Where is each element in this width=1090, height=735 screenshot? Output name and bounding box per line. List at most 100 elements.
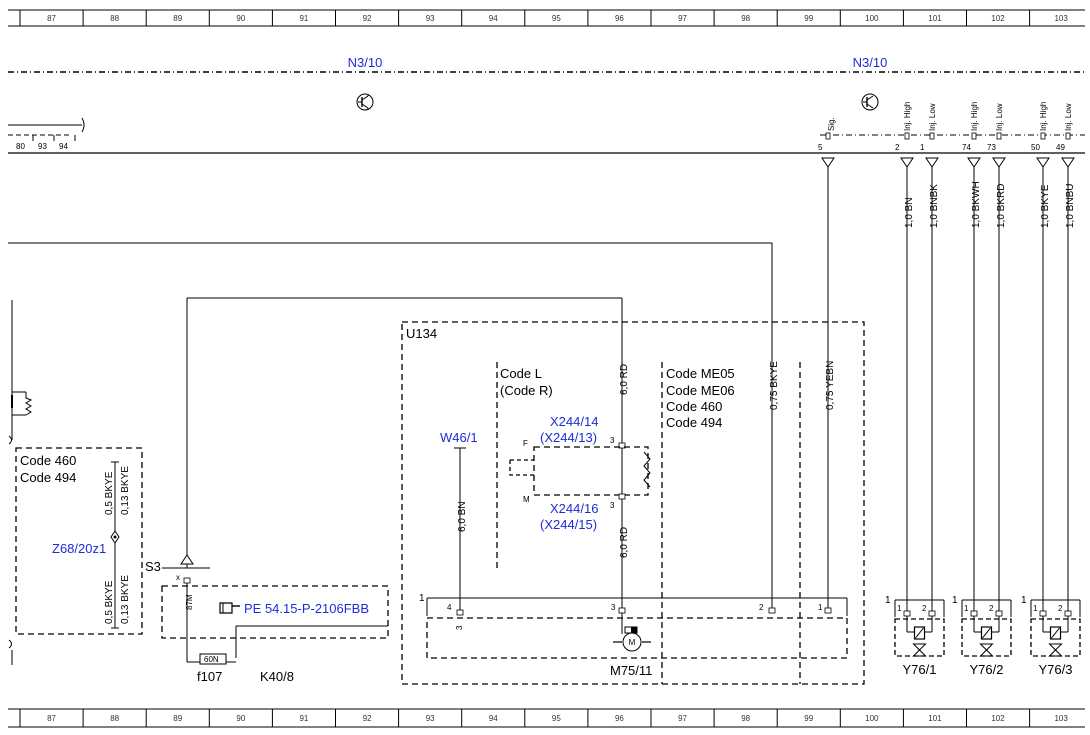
- left-code-box: Code 460 Code 494 0,5 BKYE 0,13 BKYE 0,5…: [15, 447, 143, 635]
- valve-name: Y76/3: [1039, 662, 1073, 677]
- wire-label-013-bkye-top: 0,13 BKYE: [120, 466, 131, 515]
- injector-pin-number: 73: [987, 143, 996, 152]
- ruler-column-label: 89: [173, 14, 182, 23]
- injector-pin-label: Inj. High: [903, 102, 912, 131]
- bkye-wire: 0,75 BKYE: [8, 242, 780, 612]
- relay-reference-link[interactable]: PE 54.15-P-2106FBB: [244, 601, 369, 616]
- module-connector-pin-1: 1: [818, 603, 823, 612]
- ruler-column-label: 96: [615, 714, 624, 723]
- injector-wire-label: 1,0 BKWH: [971, 181, 982, 228]
- valve-name: Y76/1: [903, 662, 937, 677]
- valve-pin-1: 1: [964, 604, 969, 613]
- pin-3-bottom: 3: [610, 501, 615, 510]
- ruler-column-label: 95: [552, 14, 561, 23]
- injector-pin-number: 1: [920, 143, 925, 152]
- injector-wire: 1,0 BKYE: [1036, 157, 1051, 612]
- valve-name: Y76/2: [970, 662, 1004, 677]
- module-code-494: Code 494: [666, 415, 722, 430]
- transistor-icon: [861, 93, 879, 111]
- ruler-column-label: 97: [678, 14, 687, 23]
- relay-pin-87m: 87M: [185, 594, 194, 610]
- valve-pin-2: 2: [922, 604, 927, 613]
- pin-80: 80: [16, 142, 25, 151]
- valve-connector-index: 1: [885, 595, 891, 606]
- module-u134: U134 Code L (Code R) Code ME05 Code ME06…: [401, 321, 865, 685]
- component-label-n3-10-right: N3/10: [853, 55, 888, 70]
- left-box-code-460: Code 460: [20, 453, 76, 468]
- relay-k40-8: S3 x 87M PE 54.15-P-2106FBB 60N f107 K40…: [145, 297, 623, 684]
- wire-label-013-bkye-bottom: 0,13 BKYE: [120, 575, 131, 624]
- module-code-me06: Code ME06: [666, 383, 735, 398]
- connector-x244-14: X244/14: [550, 414, 598, 429]
- ruler-column-label: 90: [236, 14, 245, 23]
- ruler-column-label: 98: [741, 714, 750, 723]
- relay-k40-8-label: K40/8: [260, 669, 294, 684]
- valve-connector-index: 1: [952, 595, 958, 606]
- injector-pin-number: 74: [962, 143, 971, 152]
- injector-wire: 1,0 BN: [900, 157, 915, 612]
- fuse-pin-60n: 60N: [204, 655, 219, 664]
- ruler-column-label: 97: [678, 714, 687, 723]
- injector-pin-label: Inj. High: [1039, 102, 1048, 131]
- injector-wire-label: 1,0 BN: [904, 197, 915, 228]
- motor-icon: M: [613, 626, 651, 652]
- injector-pin-label: Inj. Low: [995, 103, 1004, 131]
- ruler-column-label: 88: [110, 14, 119, 23]
- ruler-column-label: 91: [299, 714, 308, 723]
- ruler-column-label: 102: [991, 714, 1005, 723]
- motor-m75-11: M75/11: [610, 663, 652, 678]
- injector-pin-label: Inj. Low: [1064, 103, 1073, 131]
- ruler-column-label: 99: [804, 714, 813, 723]
- module-connector-pin-4: 4: [447, 603, 452, 612]
- injector-pin-label: Inj. High: [970, 102, 979, 131]
- connector-x244-13: (X244/13): [540, 430, 597, 445]
- injector-wire: 1,0 BNBU: [1061, 157, 1076, 612]
- valve-connector-index: 1: [1021, 595, 1027, 606]
- connector-x244-15: (X244/15): [540, 517, 597, 532]
- ruler-column-label: 93: [426, 14, 435, 23]
- valve-pin-1: 1: [897, 604, 902, 613]
- ruler-column-label: 103: [1054, 714, 1068, 723]
- injector-wire-label: 1,0 BKYE: [1040, 184, 1051, 228]
- valve-pin-2: 2: [1058, 604, 1063, 613]
- ruler-column-label: 94: [489, 14, 498, 23]
- ruler-column-label: 102: [991, 14, 1005, 23]
- left-box-code-494: Code 494: [20, 470, 76, 485]
- pin-m: M: [523, 495, 530, 504]
- wire-label-05-bkye-top: 0,5 BKYE: [104, 471, 115, 515]
- transistor-icon: [356, 93, 374, 111]
- ruler-column-label: 94: [489, 714, 498, 723]
- ruler-column-label: 92: [363, 14, 372, 23]
- pin-93: 93: [38, 142, 47, 151]
- module-connector-pin-2: 2: [759, 603, 764, 612]
- motor-symbol: M: [629, 638, 636, 647]
- ruler-column-label: 95: [552, 714, 561, 723]
- ruler-column-label: 88: [110, 714, 119, 723]
- connector-x244-16: X244/16: [550, 501, 598, 516]
- module-name-u134: U134: [406, 326, 437, 341]
- ruler-column-label: 103: [1054, 14, 1068, 23]
- pin-3-top: 3: [610, 436, 615, 445]
- signal-wire: 0,75 YEBN: [821, 157, 836, 612]
- fuse-f107: f107: [197, 669, 222, 684]
- left-partial-circuit: [8, 300, 33, 665]
- module-code-r: (Code R): [500, 383, 553, 398]
- pointing-hand-icon: [219, 602, 240, 614]
- wire-label-bkye: 0,75 BKYE: [769, 361, 780, 410]
- injector-wire: 1,0 BNBK: [925, 157, 940, 612]
- pin-94: 94: [59, 142, 68, 151]
- signal-pin-number: 5: [818, 143, 823, 152]
- ruler-column-label: 98: [741, 14, 750, 23]
- ruler-column-label: 89: [173, 714, 182, 723]
- wire-label-6rd-bottom: 6,0 RD: [619, 527, 630, 558]
- relay-socket-s3: S3: [145, 559, 161, 574]
- ruler-column-label: 90: [236, 714, 245, 723]
- pin-f: F: [523, 439, 528, 448]
- ruler-column-label: 96: [615, 14, 624, 23]
- ruler-column-label: 101: [928, 14, 942, 23]
